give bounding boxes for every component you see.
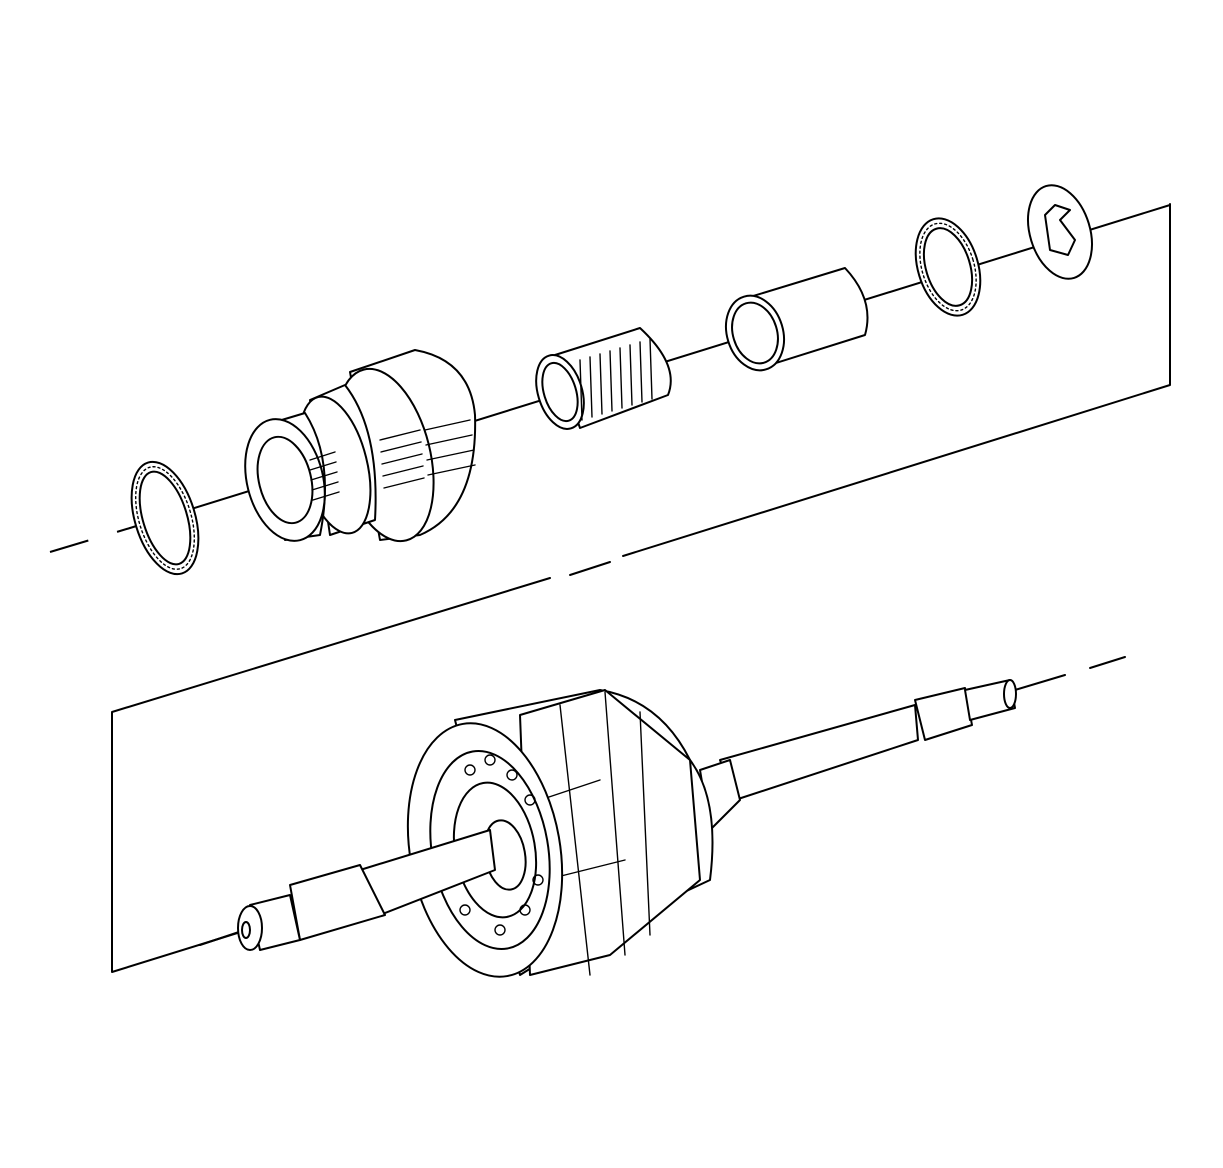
clutch-drum-shaft-assembly <box>237 679 1017 978</box>
thrust-bearing-right <box>914 217 982 317</box>
needle-roller-cage <box>535 327 672 430</box>
thrust-bearing-left <box>130 460 200 576</box>
tabbed-thrust-washer <box>1027 184 1093 280</box>
splined-gear-hub <box>244 349 477 543</box>
sleeve-bushing <box>725 267 869 372</box>
